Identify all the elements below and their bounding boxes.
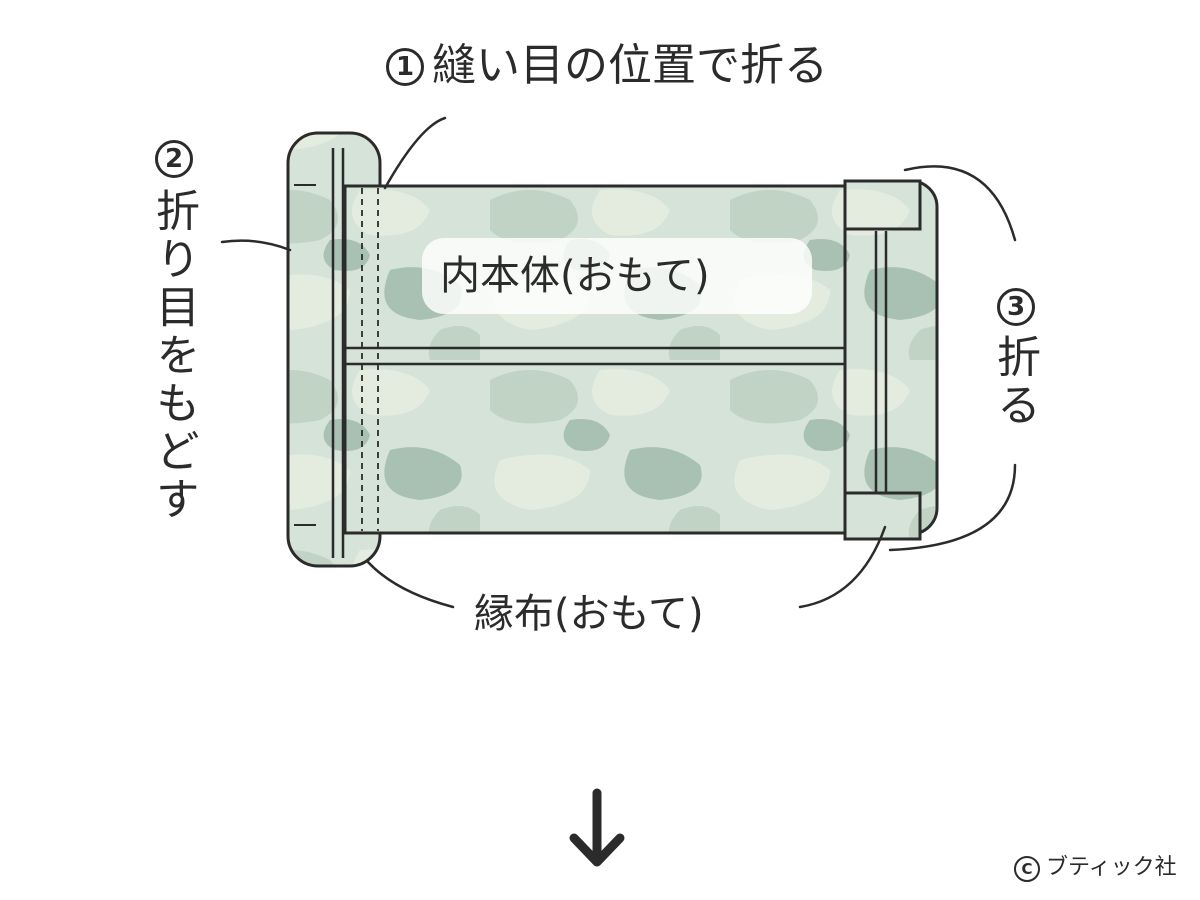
copyright-symbol: C: [1014, 856, 1040, 882]
inner-body-label: 内本体(おもて): [440, 253, 710, 299]
step1-number: 1: [386, 48, 424, 86]
leader-lines: [220, 116, 1017, 609]
step1-label: 縫い目の位置で折る: [432, 40, 828, 91]
step3-label: 折る: [989, 334, 1040, 430]
copyright-text: ブティック社: [1046, 855, 1177, 880]
right-edge-strip: [843, 179, 939, 541]
step2-label: 折り目をもどす: [148, 188, 199, 524]
mask-body: [343, 184, 863, 535]
arrow-down-icon: [569, 788, 625, 867]
edge-cloth-label: 縁布(おもて): [474, 591, 704, 637]
step3-number: 3: [997, 288, 1035, 326]
step2-number: 2: [155, 140, 193, 178]
